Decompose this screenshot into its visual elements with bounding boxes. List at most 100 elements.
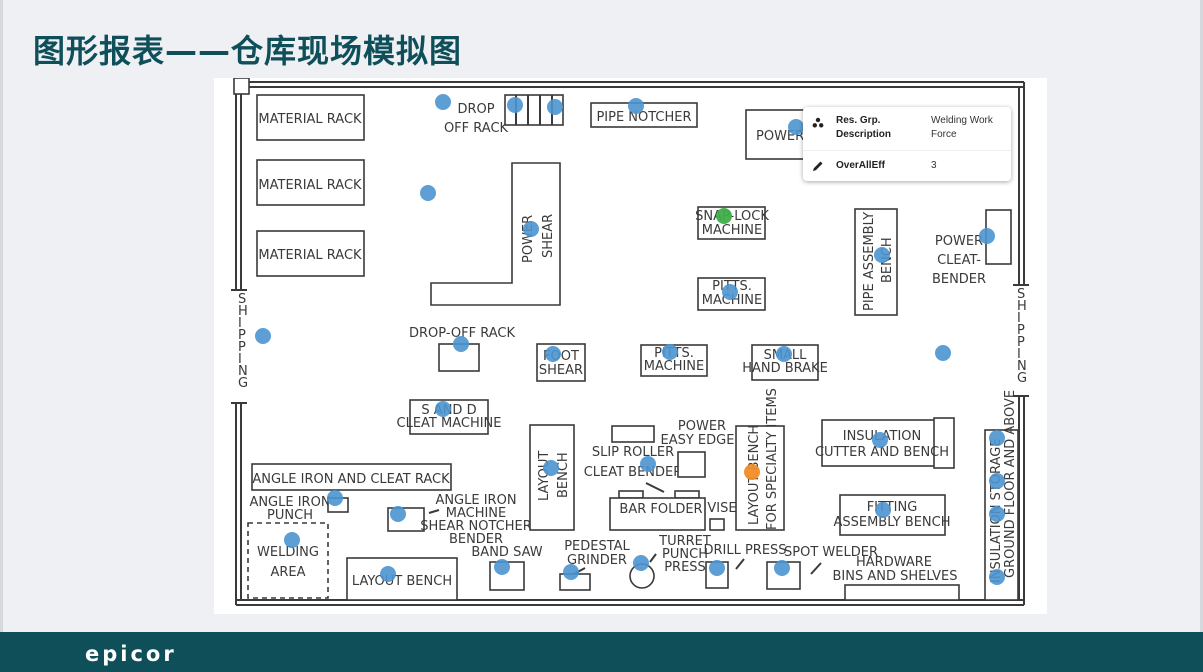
map-marker[interactable]	[507, 97, 523, 113]
power-cleat-label-1: POWER	[935, 234, 983, 249]
epicor-logo: epicor	[85, 642, 177, 666]
map-marker[interactable]	[563, 564, 579, 580]
map-marker[interactable]	[543, 460, 559, 476]
map-marker[interactable]	[633, 555, 649, 571]
leader-line	[649, 553, 657, 563]
pipe-notcher-label: PIPE NOTCHER	[596, 110, 691, 125]
drop-off-rack-mid-label: DROP-OFF RACK	[409, 326, 515, 341]
map-marker[interactable]	[494, 559, 510, 575]
power-cleat-label-2: CLEAT-	[937, 253, 981, 268]
angle-iron-machine-label-4: BENDER	[449, 532, 503, 547]
map-marker[interactable]	[435, 94, 451, 110]
angle-iron-punch-label-1: ANGLE IRON	[249, 495, 330, 510]
material-rack-1-label: MATERIAL RACK	[258, 112, 362, 127]
map-marker[interactable]	[284, 532, 300, 548]
tooltip-key-res-grp: Res. Grp. Description	[836, 114, 891, 142]
layout-special-label-2: FOR SPECIALTY ITEMS	[765, 388, 780, 530]
pedestal-grinder-label-1: PEDESTAL	[564, 539, 630, 554]
fitting-assembly-bench	[839, 494, 946, 536]
insulation-cutter-label-2: CUTTER AND BENCH	[815, 445, 949, 460]
map-marker[interactable]	[453, 336, 469, 352]
drill-press-label: DRILL PRESS	[703, 543, 786, 558]
map-marker[interactable]	[776, 346, 792, 362]
material-rack-3	[256, 230, 365, 277]
turret-punch-label-3: PRESS	[664, 560, 706, 575]
map-marker[interactable]	[722, 284, 738, 300]
map-marker[interactable]	[640, 456, 656, 472]
material-rack-2-label: MATERIAL RACK	[258, 178, 362, 193]
angle-iron-machine-label-3: SHEAR NOTCHER	[420, 519, 532, 534]
layout-bench-v-label-2: BENCH	[556, 452, 571, 498]
map-marker[interactable]	[989, 506, 1005, 522]
tooltip-row-res-grp: Res. Grp. Description Welding Work Force	[803, 107, 1011, 150]
map-marker-highlight-green[interactable]	[716, 208, 732, 224]
layout-bench-specialty	[735, 425, 785, 531]
foot-shear-label-2: SHEAR	[539, 363, 583, 378]
map-marker[interactable]	[788, 119, 804, 135]
map-marker[interactable]	[380, 566, 396, 582]
map-marker[interactable]	[709, 560, 725, 576]
map-marker[interactable]	[989, 430, 1005, 446]
map-marker[interactable]	[874, 247, 890, 263]
insulation-storage-label-2: GROUND FLOOR AND ABOVE	[1003, 390, 1018, 578]
power-easy-edger	[677, 451, 706, 478]
map-marker-highlight-orange[interactable]	[744, 464, 760, 480]
corner-post	[233, 78, 250, 95]
map-marker[interactable]	[628, 98, 644, 114]
power-cleat-label-3: BENDER	[932, 272, 986, 287]
angle-iron-machine-label-2: MACHINE	[446, 506, 507, 521]
hardware-bins	[844, 584, 960, 601]
map-marker[interactable]	[935, 345, 951, 361]
footer-bar: epicor	[0, 632, 1203, 672]
drop-off-rack-top-label-2: OFF RACK	[444, 121, 509, 136]
material-rack-2	[256, 159, 365, 206]
map-marker[interactable]	[327, 490, 343, 506]
easy-edger-label-1: POWER	[678, 419, 726, 434]
snap-lock-label-2: MACHINE	[702, 223, 763, 238]
angle-iron-rack-label: ANGLE IRON AND CLEAT RACK	[252, 472, 450, 487]
map-marker[interactable]	[979, 228, 995, 244]
map-marker[interactable]	[872, 432, 888, 448]
material-rack-3-label: MATERIAL RACK	[258, 248, 362, 263]
welding-area-label-2: AREA	[270, 565, 305, 580]
slip-roller	[611, 425, 655, 443]
tooltip-key-overall-eff: OverAllEff	[836, 160, 885, 171]
map-marker[interactable]	[545, 346, 561, 362]
layout-bench-vertical	[529, 424, 575, 531]
leader-line	[735, 558, 745, 570]
bar-folder-label: BAR FOLDER	[619, 502, 702, 517]
pitts-lower-label-2: MACHINE	[644, 359, 705, 374]
map-marker[interactable]	[662, 344, 678, 360]
hardware-label-2: BINS AND SHELVES	[832, 569, 957, 584]
bar-folder-handle-left	[618, 490, 644, 499]
map-marker[interactable]	[774, 560, 790, 576]
power-shear-label-2: SHEAR	[541, 214, 556, 258]
band-saw-label: BAND SAW	[471, 545, 542, 560]
layout-bench-bottom-label: LAYOUT BENCH	[352, 574, 452, 589]
pipe-assembly-bench	[854, 208, 898, 316]
map-marker[interactable]	[420, 185, 436, 201]
map-marker[interactable]	[989, 569, 1005, 585]
bar-folder-handle-right	[674, 490, 700, 499]
map-marker[interactable]	[989, 473, 1005, 489]
welding-area-label-1: WELDING	[257, 545, 319, 560]
left-edge	[0, 0, 3, 632]
tooltip-value-line2: Force	[931, 129, 957, 140]
spot-welder-label: SPOT WELDER	[784, 545, 878, 560]
map-marker[interactable]	[547, 99, 563, 115]
map-marker[interactable]	[875, 502, 891, 518]
pitts-upper-label-2: MACHINE	[702, 293, 763, 308]
marker-tooltip: Res. Grp. Description Welding Work Force…	[803, 107, 1011, 181]
map-marker[interactable]	[255, 328, 271, 344]
insulation-cutter-bench	[821, 419, 943, 467]
tooltip-key-line1: Res. Grp.	[836, 115, 881, 126]
map-marker[interactable]	[390, 506, 406, 522]
map-marker[interactable]	[523, 221, 539, 237]
map-marker[interactable]	[435, 401, 451, 417]
small-brake-label-2: HAND BRAKE	[742, 361, 828, 376]
pedestal-grinder-label-2: GRINDER	[567, 553, 627, 568]
power-shear	[430, 162, 561, 306]
angle-iron-cleat-rack	[251, 463, 452, 491]
